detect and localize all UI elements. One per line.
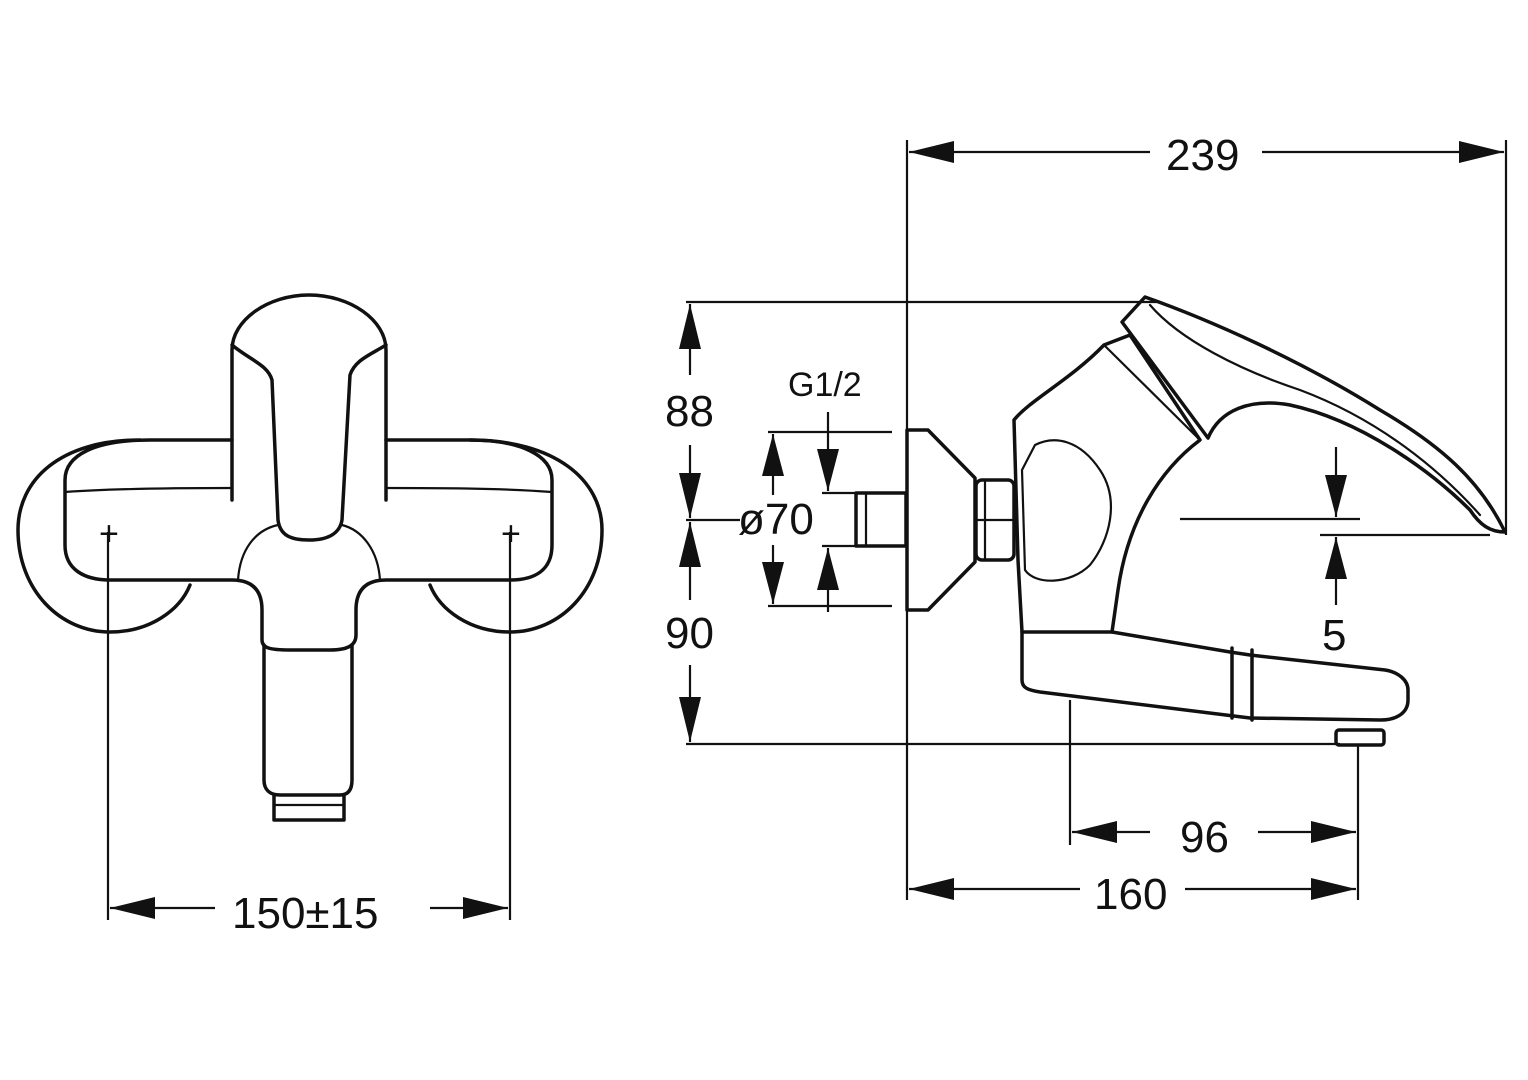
dim-96-arrow-left <box>1072 821 1117 843</box>
spout-nozzle <box>272 793 346 822</box>
dim-150-label: 150±15 <box>232 889 379 938</box>
body-top-line <box>63 486 234 494</box>
body-arc-left <box>236 523 280 582</box>
dim-96-arrow-right <box>1311 821 1356 843</box>
right-eccentric <box>428 438 604 634</box>
wall-rosette <box>905 428 977 612</box>
dim-70-arrow-bottom <box>762 562 784 604</box>
dim-70-arrow-top <box>762 434 784 476</box>
plus-mark-right: + <box>501 515 521 553</box>
dim-90-arrow-bottom <box>679 697 701 742</box>
dim-96-label: 96 <box>1180 813 1229 862</box>
aerator <box>1334 728 1386 747</box>
dim-70-label: ø70 <box>738 495 814 544</box>
body-top-line-right <box>384 486 554 494</box>
dim-5-label: 5 <box>1322 611 1346 660</box>
dim-88-arrow-bottom <box>679 473 701 518</box>
dim-90-arrow-top <box>679 522 701 567</box>
dim-160-label: 160 <box>1094 870 1167 919</box>
dim-150-arrow-left <box>110 897 155 919</box>
dim-90-label: 90 <box>665 609 714 658</box>
plus-mark-left: + <box>99 515 119 553</box>
body-inner-shape <box>1020 439 1112 582</box>
body-arc-right <box>340 523 382 582</box>
spout-shaft <box>262 643 354 797</box>
front-view: + + 150±15 <box>16 293 604 938</box>
thread-label: G1/2 <box>788 366 862 404</box>
mixer-body-side <box>1012 333 1202 634</box>
dim-239-label: 239 <box>1166 131 1239 180</box>
lever-inner <box>1148 303 1482 517</box>
dim-thread-arrow-top <box>817 449 839 491</box>
dim-5-arrow-bottom <box>1325 537 1347 579</box>
left-eccentric <box>16 438 192 634</box>
spout-side <box>1020 630 1410 722</box>
lever-side <box>1120 295 1507 534</box>
dim-88-label: 88 <box>665 387 714 436</box>
lever-joint <box>1102 343 1202 442</box>
dim-150-arrow-right <box>463 897 508 919</box>
dim-239-arrow-right <box>1459 141 1504 163</box>
dim-5-arrow-top <box>1325 475 1347 517</box>
mixer-body <box>63 438 554 652</box>
lever-handle <box>230 343 388 542</box>
dim-88-arrow-top <box>679 304 701 349</box>
dim-thread-arrow-bottom <box>817 548 839 590</box>
dim-160-arrow-left <box>909 878 954 900</box>
cartridge-cap <box>230 293 388 502</box>
dim-160-arrow-right <box>1311 878 1356 900</box>
thread-stub <box>854 491 908 548</box>
side-view: 239 88 90 G1/2 ø70 <box>665 131 1508 919</box>
dim-239-arrow-left <box>909 141 954 163</box>
